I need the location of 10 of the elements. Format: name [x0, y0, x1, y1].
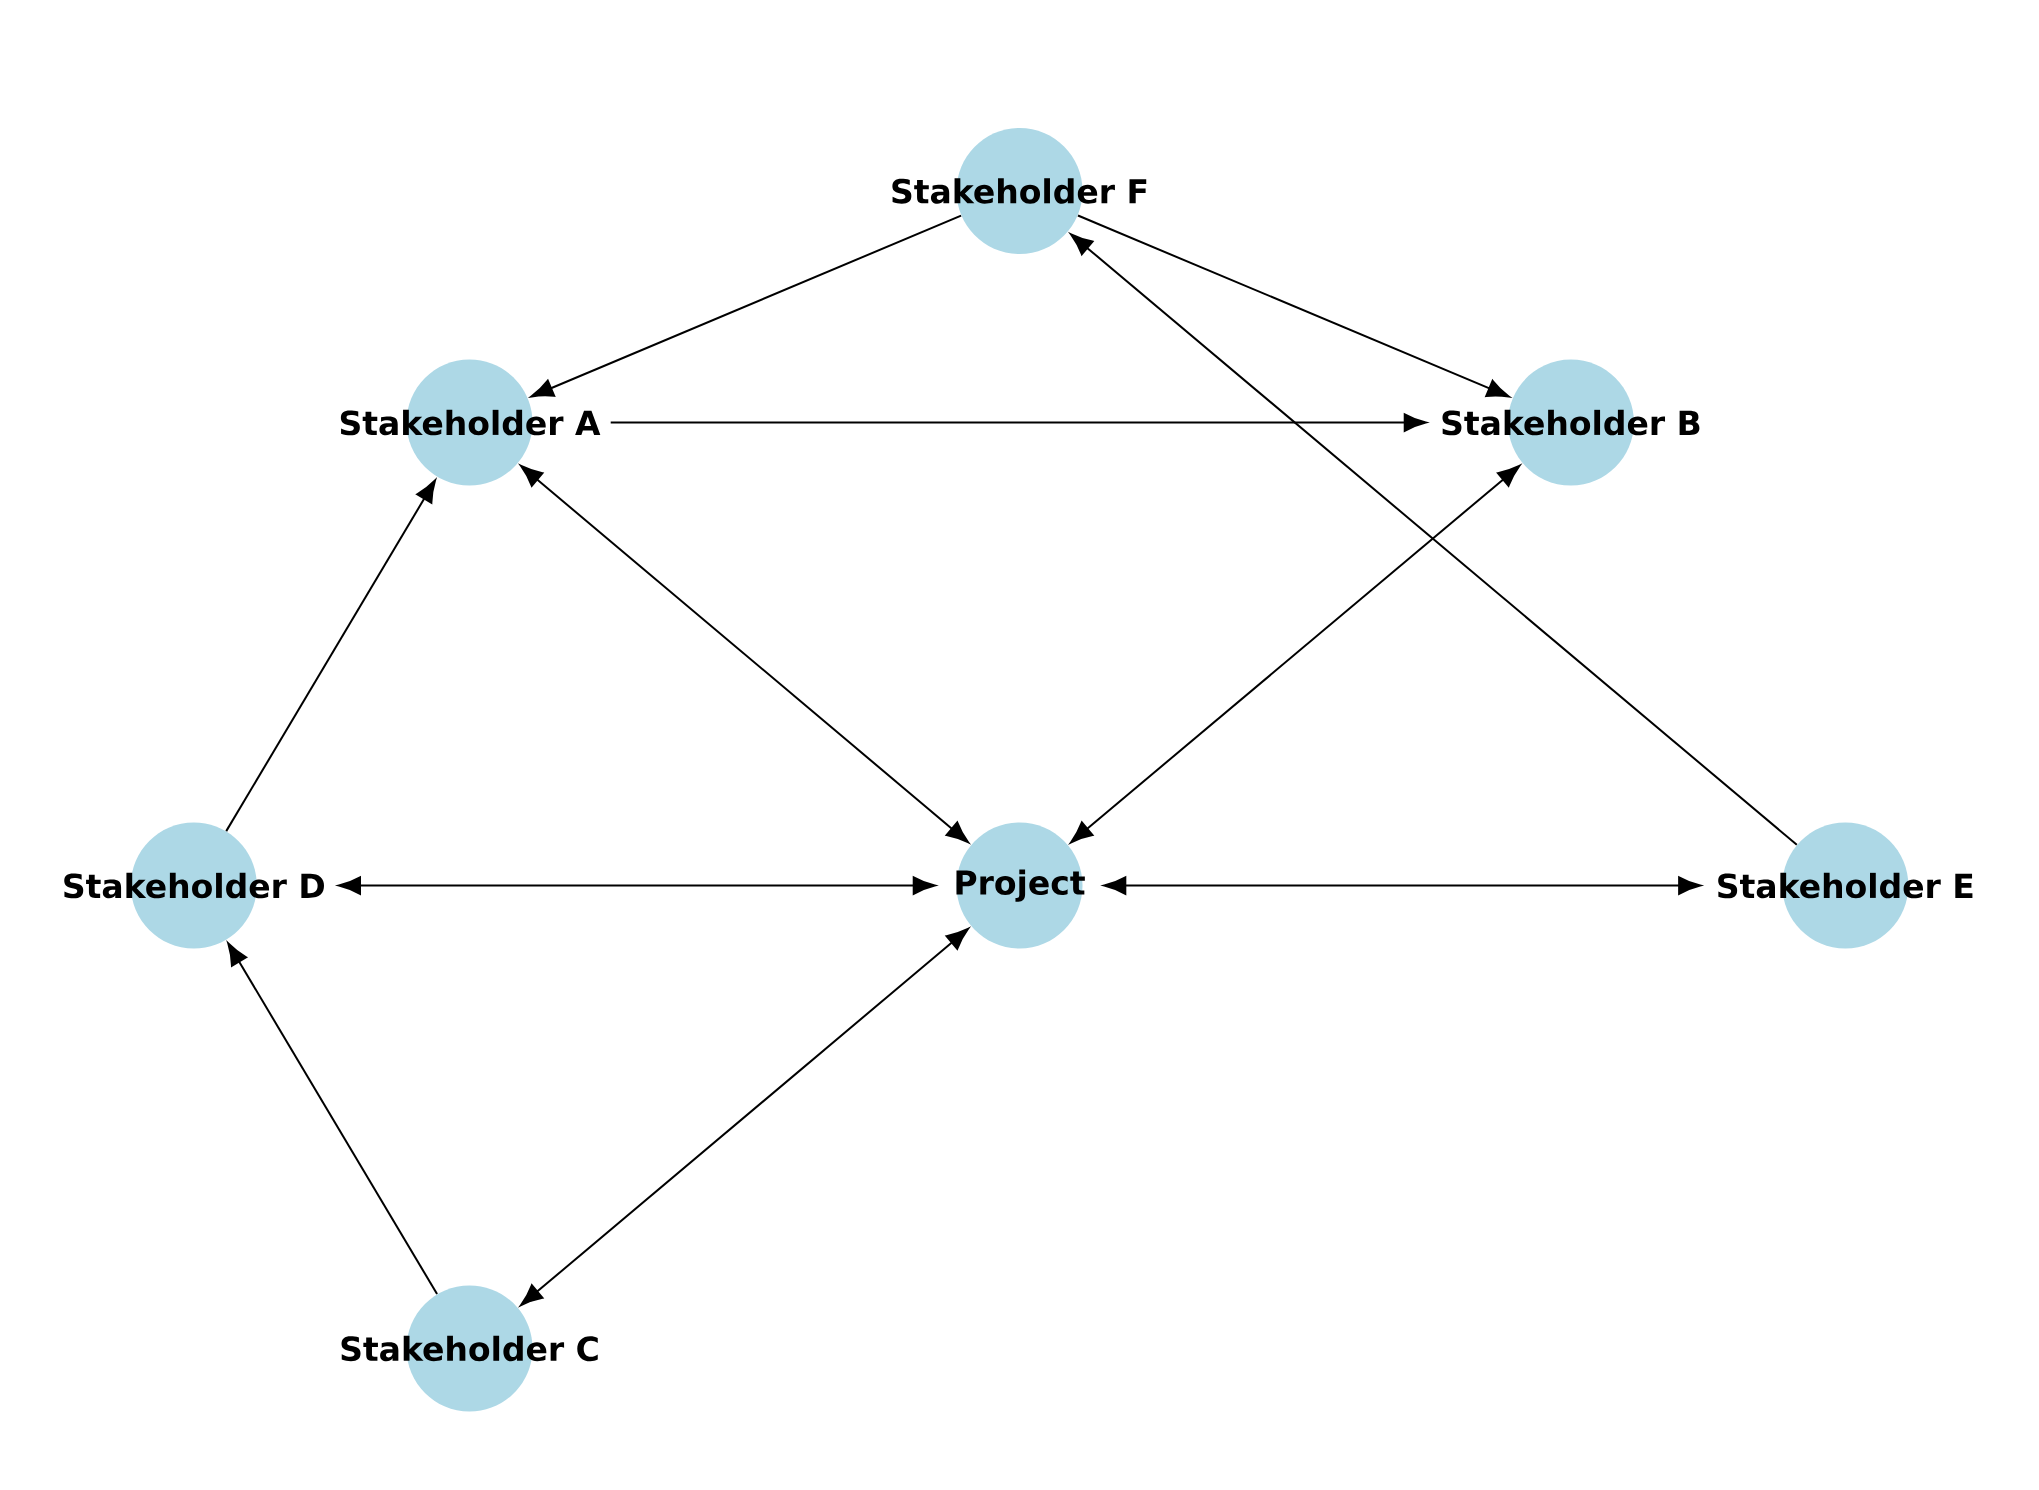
arrow — [227, 942, 439, 1296]
arrow — [1076, 214, 1510, 398]
arrow — [520, 928, 969, 1307]
arrow — [1070, 464, 1521, 844]
arrow — [225, 479, 436, 833]
arrow — [520, 465, 969, 844]
arrow — [1103, 876, 1702, 895]
arrow — [1070, 233, 1798, 846]
arrow — [609, 413, 1427, 432]
arrow — [530, 214, 963, 398]
